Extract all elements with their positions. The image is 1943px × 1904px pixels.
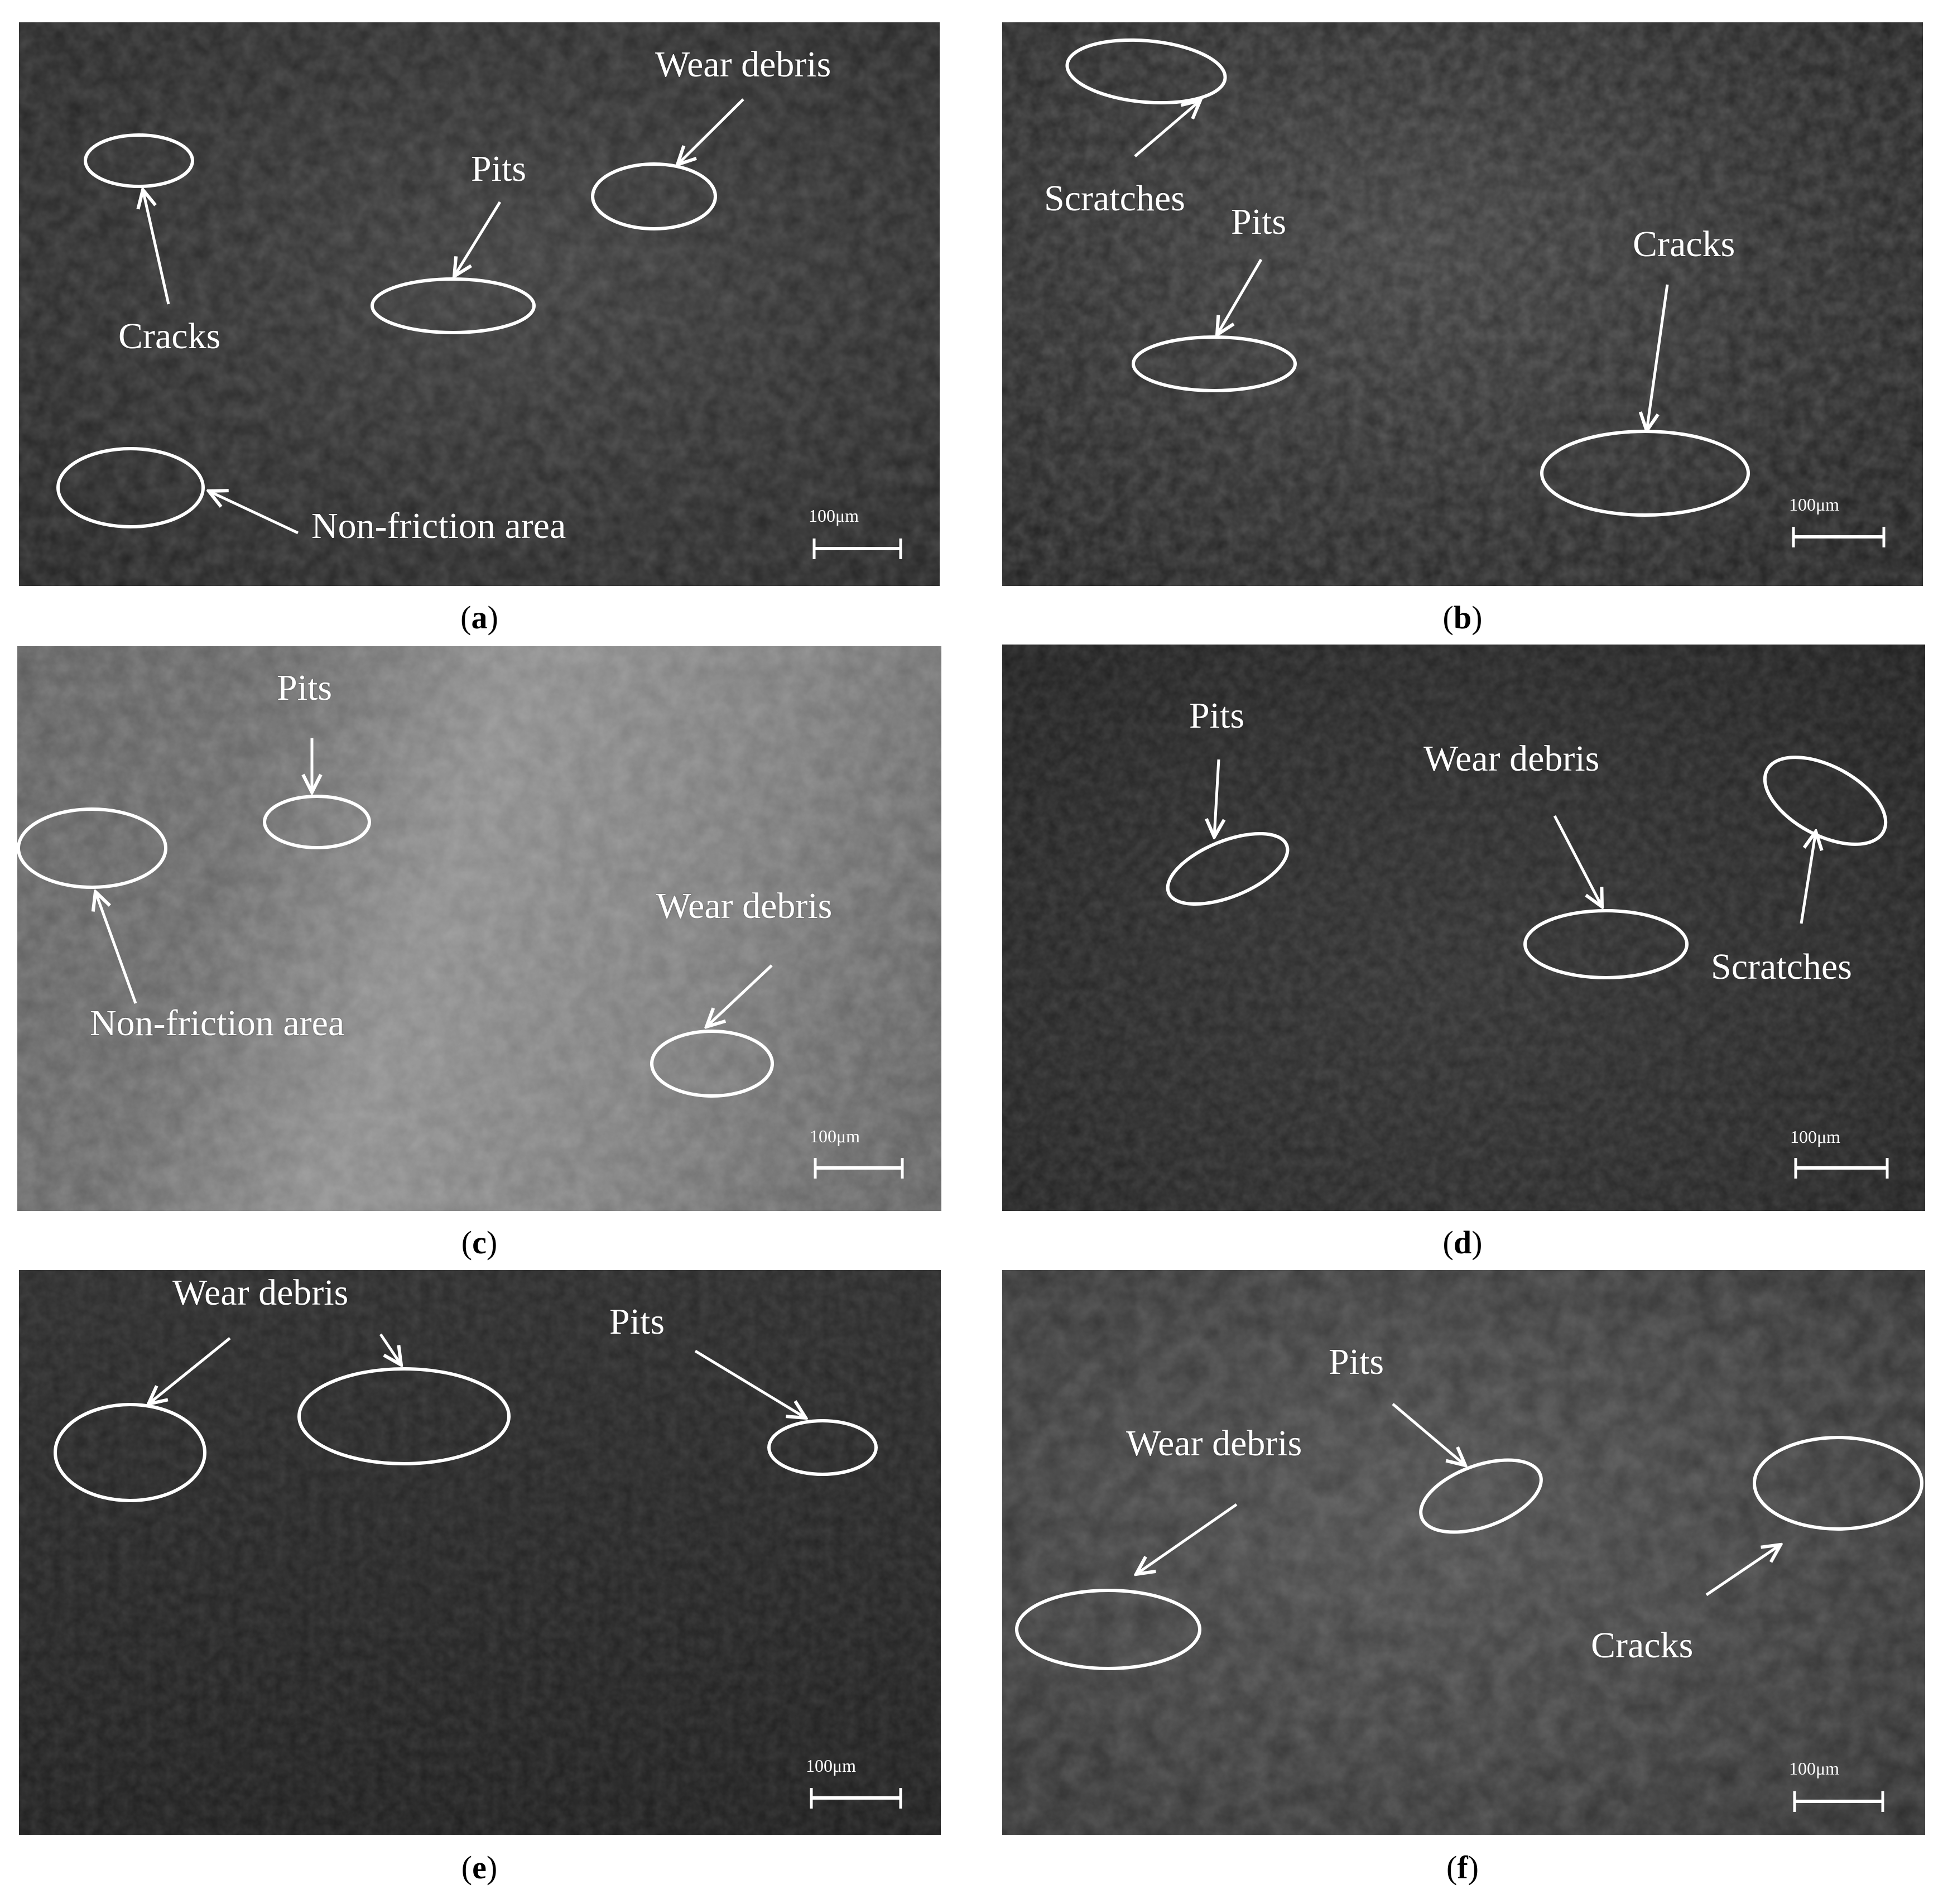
label-pits: Pits bbox=[1231, 201, 1287, 242]
surface-texture bbox=[19, 22, 940, 586]
label-cracks: Cracks bbox=[1633, 224, 1735, 265]
wear-debris-arrow bbox=[1553, 815, 1602, 907]
pits-arrow bbox=[454, 201, 502, 276]
pits-arrow bbox=[1214, 759, 1219, 837]
pits-ellipse bbox=[1419, 1458, 1543, 1534]
label-wear-debris: Wear debris bbox=[655, 44, 831, 85]
non-friction-ellipse bbox=[56, 447, 205, 528]
wear-debris-ellipse-2 bbox=[297, 1367, 511, 1465]
label-pits: Pits bbox=[609, 1301, 665, 1342]
scratches-arrow bbox=[1800, 831, 1816, 924]
non-friction-arrow bbox=[95, 892, 137, 1004]
wear-debris-ellipse bbox=[650, 1030, 774, 1098]
scale-label: 100μm bbox=[1789, 494, 1840, 515]
label-cracks: Cracks bbox=[118, 316, 221, 357]
wear-debris-arrow bbox=[706, 964, 773, 1027]
pits-ellipse bbox=[1166, 831, 1290, 906]
pits-arrow bbox=[1217, 258, 1263, 335]
surface-texture bbox=[1002, 22, 1923, 586]
label-pits: Pits bbox=[1329, 1342, 1384, 1382]
scale-label: 100μm bbox=[1790, 1127, 1841, 1147]
label-cracks: Cracks bbox=[1591, 1625, 1694, 1666]
cracks-ellipse bbox=[1753, 1436, 1923, 1531]
wear-debris-ellipse bbox=[1523, 909, 1689, 979]
scratches-ellipse bbox=[1065, 38, 1227, 105]
panel-d-annotations bbox=[1002, 645, 1925, 1211]
label-wear-debris: Wear debris bbox=[656, 886, 833, 926]
label-pits: Pits bbox=[471, 148, 527, 189]
panel-b-annotations bbox=[1002, 22, 1923, 586]
label-wear-debris: Wear debris bbox=[172, 1272, 349, 1313]
surface-texture bbox=[1002, 645, 1925, 1211]
caption-e: (e) bbox=[461, 1849, 498, 1886]
scale-label: 100μm bbox=[809, 506, 859, 526]
scale-label: 100μm bbox=[806, 1756, 857, 1776]
panel-c-annotations bbox=[17, 646, 941, 1211]
sem-panel-d: Pits Wear debris Scratches 100μm bbox=[1002, 645, 1925, 1211]
non-friction-arrow bbox=[209, 491, 299, 535]
wear-debris-arrow-2 bbox=[379, 1333, 401, 1365]
caption-c: (c) bbox=[461, 1224, 498, 1261]
label-non-friction-area: Non-friction area bbox=[311, 506, 566, 546]
pits-ellipse bbox=[1132, 335, 1297, 392]
label-non-friction-area: Non-friction area bbox=[90, 1003, 345, 1044]
panel-f-annotations bbox=[1002, 1270, 1925, 1835]
pits-arrow bbox=[694, 1349, 806, 1418]
cracks-arrow bbox=[1705, 1545, 1781, 1597]
sem-panel-c: Pits Non-friction area Wear debris 100μm bbox=[17, 646, 941, 1211]
label-scratches: Scratches bbox=[1711, 946, 1852, 987]
label-wear-debris: Wear debris bbox=[1126, 1423, 1302, 1464]
surface-texture bbox=[1002, 1270, 1925, 1835]
wear-debris-arrow bbox=[1136, 1503, 1238, 1574]
label-pits: Pits bbox=[1189, 695, 1245, 736]
wear-debris-arrow bbox=[677, 98, 744, 165]
caption-b: (b) bbox=[1442, 599, 1483, 636]
panel-a-annotations bbox=[19, 22, 940, 586]
caption-a: (a) bbox=[460, 599, 498, 636]
wear-debris-ellipse-1 bbox=[54, 1403, 206, 1502]
cracks-arrow bbox=[1647, 284, 1669, 431]
pits-arrow bbox=[1392, 1403, 1465, 1465]
label-pits: Pits bbox=[277, 667, 333, 708]
pits-ellipse bbox=[263, 795, 371, 849]
caption-d: (d) bbox=[1442, 1224, 1483, 1261]
cracks-arrow bbox=[143, 190, 170, 305]
caption-f: (f) bbox=[1446, 1849, 1479, 1886]
scratches-arrow bbox=[1134, 100, 1200, 157]
scale-label: 100μm bbox=[1789, 1758, 1840, 1778]
label-scratches: Scratches bbox=[1044, 178, 1185, 219]
label-wear-debris: Wear debris bbox=[1423, 738, 1600, 779]
non-friction-ellipse bbox=[17, 807, 167, 889]
pits-ellipse bbox=[767, 1419, 878, 1476]
surface-texture bbox=[19, 1270, 941, 1835]
wear-debris-ellipse bbox=[1015, 1589, 1201, 1670]
panel-e-annotations bbox=[19, 1270, 941, 1835]
scale-label: 100μm bbox=[810, 1126, 860, 1146]
surface-texture bbox=[17, 646, 941, 1211]
sem-panel-e: Wear debris Pits 100μm bbox=[19, 1270, 941, 1835]
sem-panel-a: Cracks Pits Wear debris Non-friction are… bbox=[19, 22, 940, 586]
wear-debris-arrow-1 bbox=[148, 1337, 231, 1404]
sem-panel-b: Scratches Pits Cracks 100μm bbox=[1002, 22, 1923, 586]
sem-panel-f: Pits Wear debris Cracks 100μm bbox=[1002, 1270, 1925, 1835]
wear-debris-ellipse bbox=[591, 162, 717, 230]
